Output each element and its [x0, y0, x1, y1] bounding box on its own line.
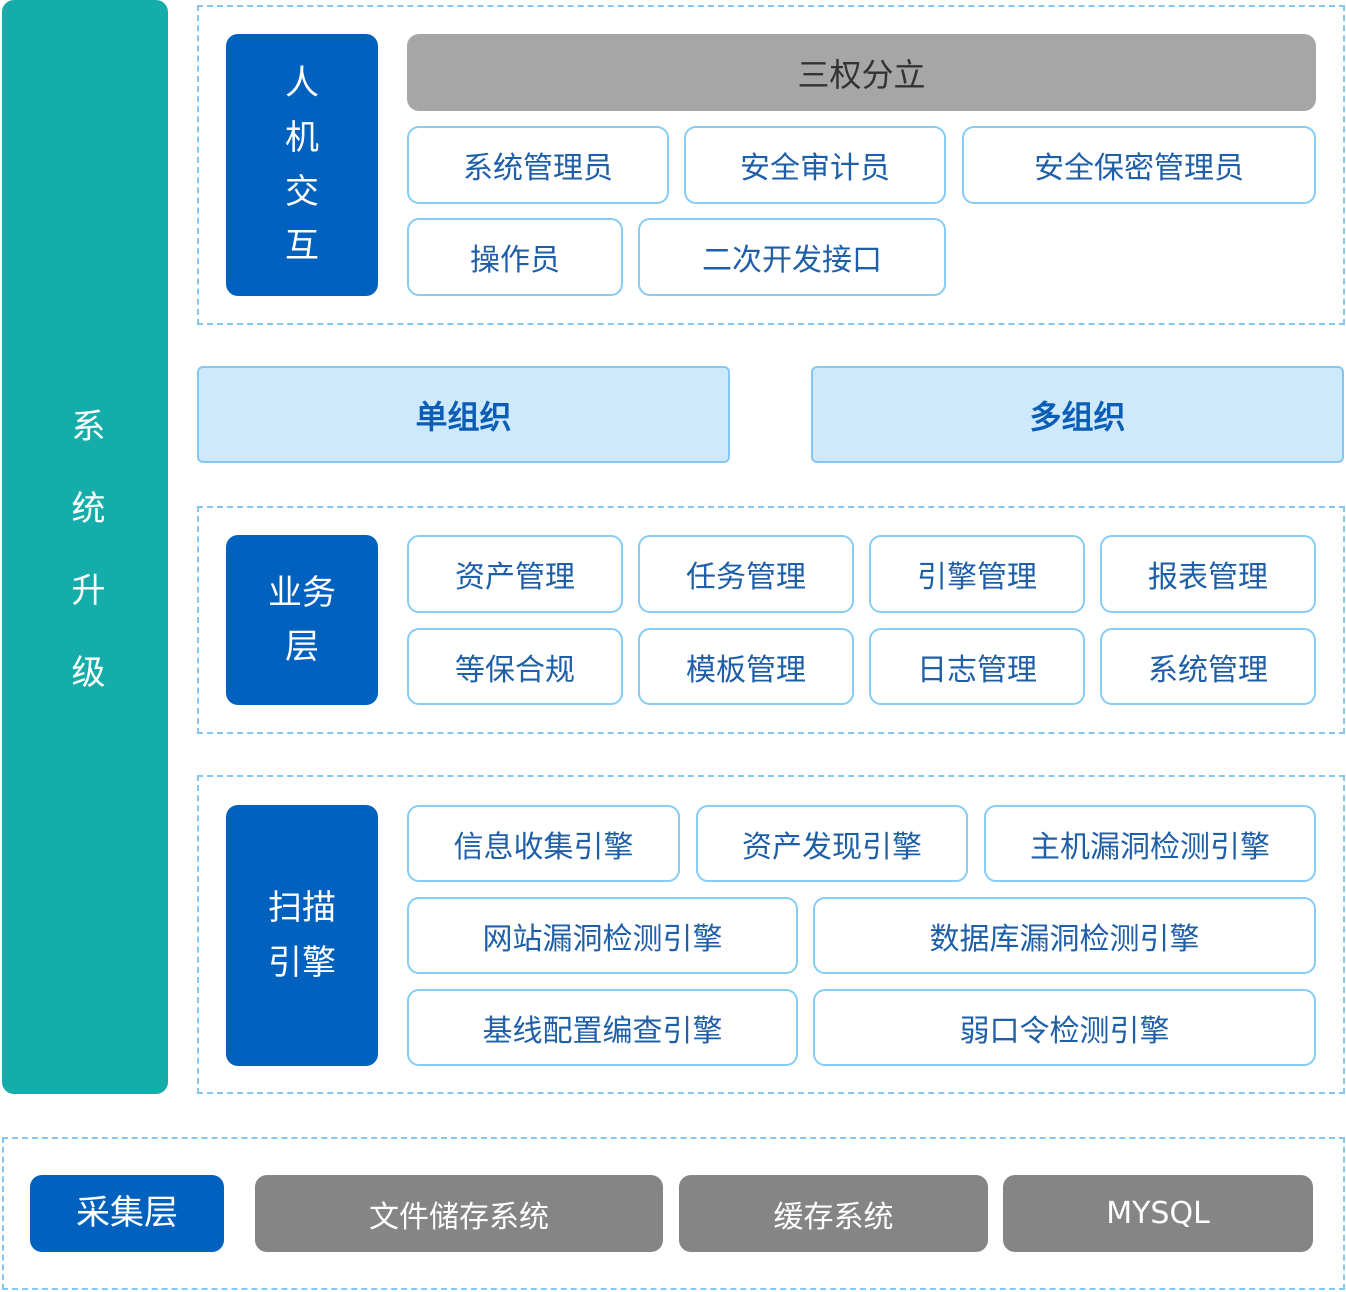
engine-item: 数据库漏洞检测引擎 — [813, 897, 1316, 974]
engine-item: 信息收集引擎 — [407, 805, 680, 882]
engine-item: 网站漏洞检测引擎 — [407, 897, 798, 974]
business-layer — [197, 506, 1345, 734]
business-title: 业务 层 — [226, 535, 378, 705]
business-item: 系统管理 — [1100, 628, 1316, 705]
business-item: 引擎管理 — [869, 535, 1085, 613]
multi-org: 多组织 — [811, 366, 1344, 463]
collection-title: 采集层 — [30, 1175, 224, 1252]
engine-item: 资产发现引擎 — [696, 805, 968, 882]
business-item: 报表管理 — [1100, 535, 1316, 613]
scan-engine-title: 扫描 引擎 — [226, 805, 378, 1066]
scan-title-line: 引擎 — [268, 942, 336, 983]
storage-item: 缓存系统 — [679, 1175, 988, 1252]
system-upgrade-label: 系统升级 — [65, 408, 105, 736]
system-upgrade-bar: 系统升级 — [2, 0, 168, 1094]
separation-of-powers-header: 三权分立 — [407, 34, 1316, 111]
business-item: 资产管理 — [407, 535, 623, 613]
role-item: 安全保密管理员 — [962, 126, 1316, 204]
engine-item: 弱口令检测引擎 — [813, 989, 1316, 1066]
hci-char: 互 — [285, 226, 319, 267]
single-org: 单组织 — [197, 366, 730, 463]
hci-layer — [197, 5, 1345, 325]
engine-item: 主机漏洞检测引擎 — [984, 805, 1316, 882]
api-item: 二次开发接口 — [638, 218, 946, 296]
business-title-line: 业务 — [268, 572, 336, 613]
scan-engine-layer — [197, 775, 1345, 1094]
collection-layer — [2, 1137, 1345, 1290]
business-item: 任务管理 — [638, 535, 854, 613]
business-title-line: 层 — [285, 627, 319, 667]
hci-char: 机 — [285, 117, 319, 158]
storage-item: MYSQL — [1003, 1175, 1313, 1252]
hci-char: 交 — [285, 172, 319, 212]
scan-title-line: 扫描 — [268, 888, 336, 929]
role-item: 操作员 — [407, 218, 623, 296]
role-item: 安全审计员 — [684, 126, 946, 204]
hci-title: 人 机 交 互 — [226, 34, 378, 296]
storage-item: 文件储存系统 — [255, 1175, 663, 1252]
role-item: 系统管理员 — [407, 126, 669, 204]
business-item: 模板管理 — [638, 628, 854, 705]
hci-char: 人 — [285, 63, 319, 104]
engine-item: 基线配置编查引擎 — [407, 989, 798, 1066]
business-item: 日志管理 — [869, 628, 1085, 705]
business-item: 等保合规 — [407, 628, 623, 705]
